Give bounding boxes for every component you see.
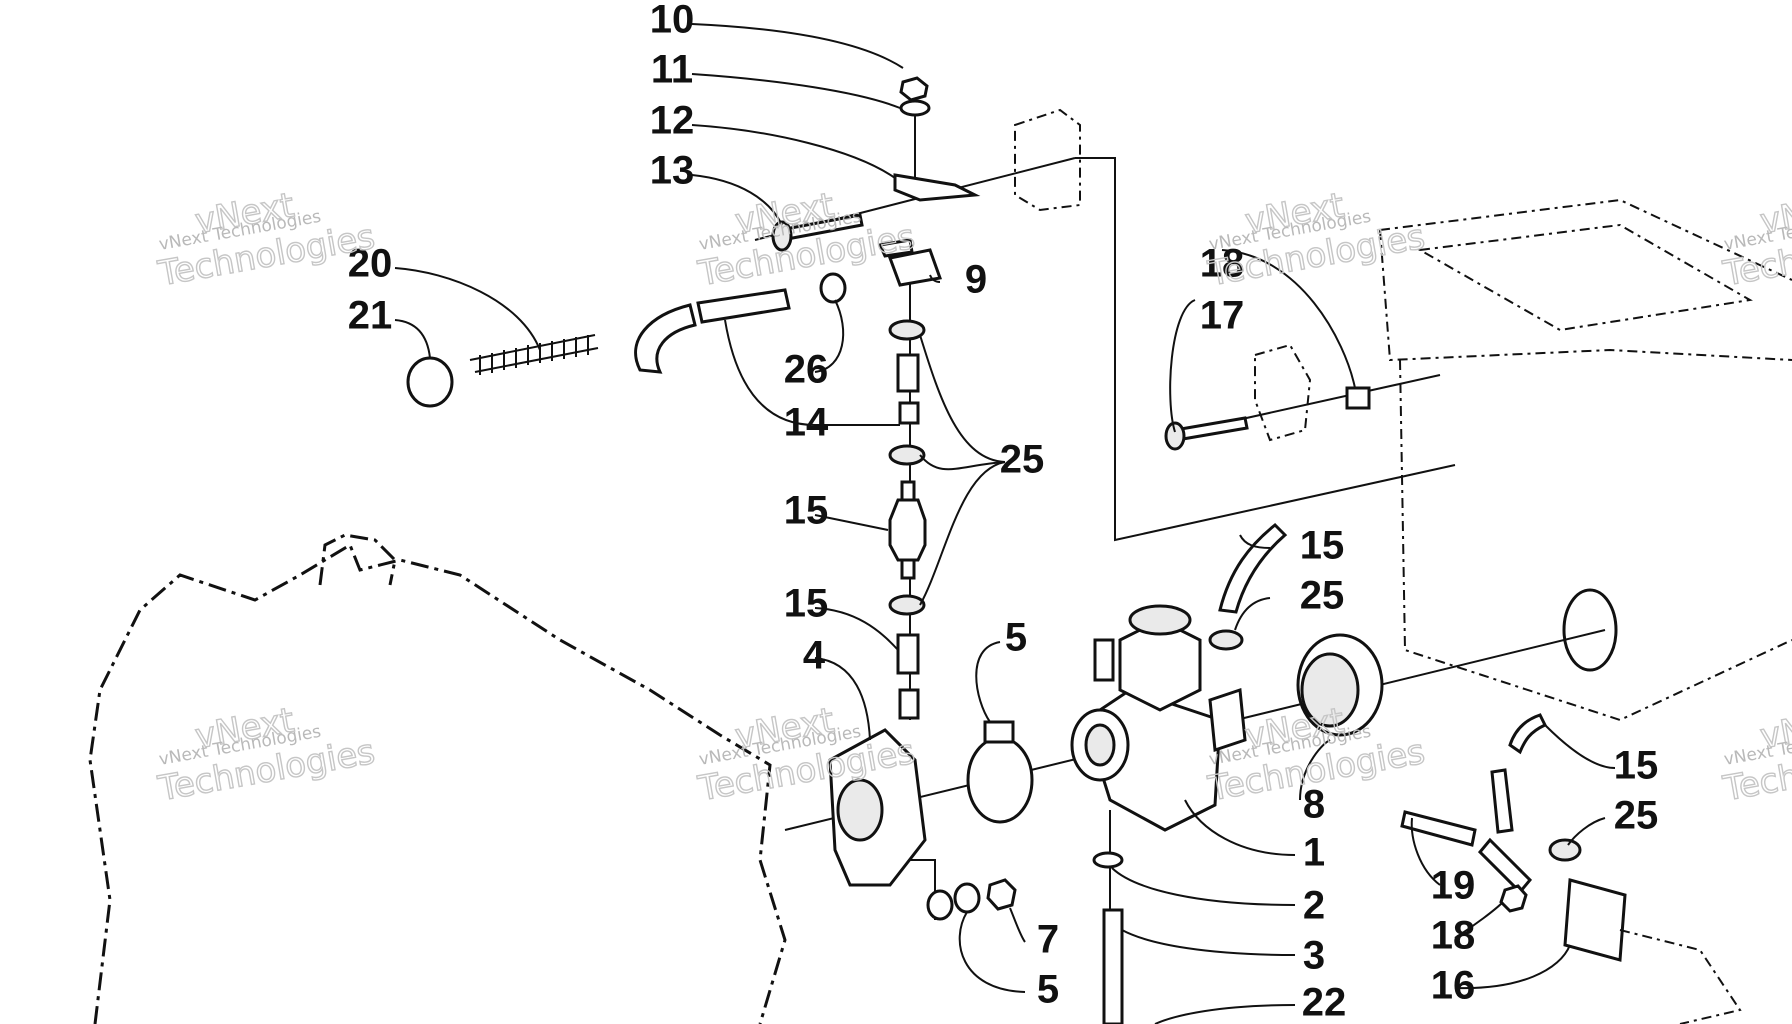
label-25-a: 25 (1000, 438, 1045, 482)
label-19: 16 (1431, 964, 1476, 1008)
label-15-b: 15 (784, 582, 829, 626)
drain-tube-3 (1102, 908, 1124, 1024)
hose-15-lower-a (896, 633, 920, 675)
nut-20 (1499, 884, 1528, 913)
fuel-filter-16 (888, 498, 927, 562)
pump-hose-straight (1477, 837, 1533, 895)
label-20: 18 (1431, 914, 1476, 958)
watermark-5: vNext vNext Technologies Technologies (154, 700, 378, 810)
hose-elbow (634, 303, 697, 374)
callout-labels: 10 11 12 13 9 20 21 26 14 25 15 15 4 5 1… (348, 0, 1659, 1024)
fuel-filter-nipple-top (900, 480, 916, 502)
engine-cap-outline (318, 533, 397, 586)
label-2: 2 (1303, 884, 1325, 928)
pump-hose-21 (1400, 810, 1477, 847)
label-7: 5 (1037, 968, 1059, 1012)
nut-11 (899, 76, 929, 102)
fuel-pump-19 (1563, 878, 1627, 962)
label-11: 10 (650, 0, 695, 42)
mount-bracket-outline (1014, 108, 1081, 212)
watermark-8: vNext vNext Technologies Technologies (1719, 700, 1792, 810)
washer-7 (953, 882, 981, 914)
center-line-bracket-link (1075, 157, 1456, 542)
label-16: 15 (784, 489, 829, 533)
pump-hose-15-right-b (1490, 768, 1514, 834)
hose-15-mid-b (898, 401, 920, 425)
fuel-hose-15-upper (696, 288, 791, 324)
airbox-outline (1379, 198, 1792, 722)
carb-boot-9-inner (1300, 652, 1360, 728)
bolt-17-head (1164, 421, 1186, 451)
label-21: 19 (1431, 864, 1476, 908)
clip-ring-23 (406, 356, 454, 408)
label-22: 20 (348, 242, 393, 286)
nut-8 (986, 878, 1017, 911)
label-15-a: 14 (784, 401, 829, 445)
spacer-18 (1345, 386, 1371, 410)
hose-15-mid-a (896, 353, 920, 393)
label-8: 7 (1037, 918, 1059, 962)
fuel-valve-lever (877, 238, 914, 258)
label-18: 18 (1200, 242, 1245, 286)
clamp-26 (819, 272, 847, 304)
hose-clamp-5 (966, 736, 1034, 824)
mount-tab-outline (1254, 343, 1312, 442)
grommet-25-b (888, 444, 926, 466)
label-17: 17 (1200, 294, 1245, 338)
hose-clamp-5-tab (983, 720, 1015, 744)
label-23: 21 (348, 294, 393, 338)
label-14: 13 (650, 149, 695, 193)
pump-bracket-outline (1619, 929, 1742, 1024)
washer-lower (926, 889, 954, 921)
label-1: 1 (1303, 831, 1325, 875)
label-24: 22 (1302, 981, 1347, 1024)
bolt-14-head (771, 220, 793, 252)
label-15-c: 15 (1300, 524, 1345, 568)
watermark-1: vNext vNext Technologies Technologies (154, 185, 378, 295)
grommet-25-upper (1208, 629, 1244, 651)
label-9: 8 (1303, 783, 1325, 827)
label-25-b: 25 (1300, 574, 1345, 618)
grommet-25-right (1548, 838, 1582, 862)
hose-15-lower-b (898, 688, 920, 720)
label-26: 26 (784, 348, 829, 392)
spring-22 (469, 334, 599, 375)
label-5: 5 (1005, 616, 1027, 660)
airbox-inner (1416, 223, 1753, 332)
label-25-c: 25 (1614, 794, 1659, 838)
label-3: 3 (1303, 934, 1325, 978)
label-10: 9 (965, 258, 987, 302)
clip-2 (1092, 851, 1124, 869)
label-4: 4 (803, 634, 826, 678)
engine-outline (88, 542, 787, 1024)
watermark-4: vNext vNext Technologies Technologies (1719, 185, 1792, 295)
intake-flange-bore (836, 778, 884, 842)
grommet-25-a (888, 319, 926, 341)
leader-lines (394, 23, 1616, 1024)
airbox-port (1562, 588, 1618, 672)
bracket-13 (893, 173, 981, 202)
vent-hose-15-upper (1218, 522, 1288, 614)
label-12: 11 (651, 48, 693, 92)
watermark-3: vNext vNext Technologies Technologies (1204, 185, 1428, 295)
watermark-2: vNext vNext Technologies Technologies (694, 185, 918, 295)
carburetor-1 (1070, 604, 1247, 832)
pump-hose-15-right (1508, 713, 1548, 755)
fuel-filter-nipple-bottom (900, 558, 916, 580)
bolt-17 (1173, 416, 1249, 442)
washer-12 (899, 99, 931, 117)
label-13: 12 (650, 99, 695, 143)
fuel-valve-10 (887, 248, 943, 287)
grommet-25-c (888, 594, 926, 616)
label-15-d: 15 (1614, 744, 1659, 788)
